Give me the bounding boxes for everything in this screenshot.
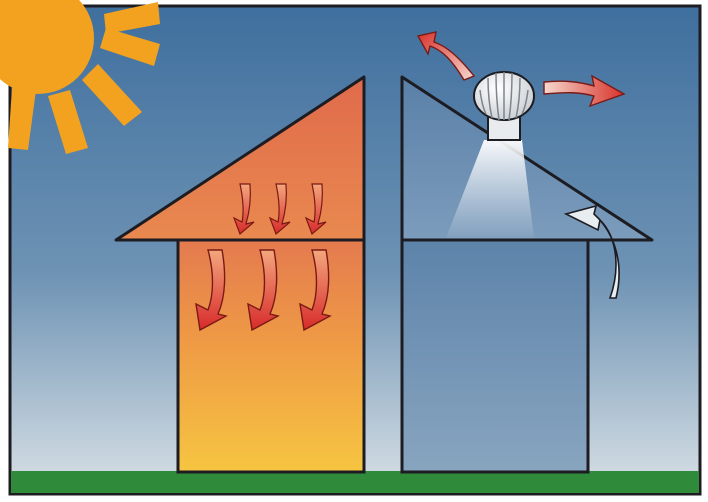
heat-arrow-icon — [195, 249, 228, 332]
sun-icon — [0, 0, 160, 154]
cool-house-body — [400, 238, 590, 474]
heat-arrow-icon — [232, 183, 255, 236]
hot-house-attic — [114, 75, 366, 242]
exhaust-arrow-icon — [416, 31, 476, 81]
grass-ground — [11, 471, 699, 493]
heat-arrow-icon — [247, 249, 280, 332]
airflow-beam — [446, 140, 534, 238]
exhaust-arrow-icon — [543, 74, 626, 108]
airflow-arrow-icon — [563, 204, 620, 299]
exhaust-arrows — [416, 31, 626, 108]
ventilated-house — [400, 75, 654, 474]
heat-arrow-icon — [299, 249, 332, 332]
wall-heat-arrows — [195, 249, 332, 332]
heat-arrow-icon — [268, 183, 291, 236]
roof-turbine-vent-icon — [473, 71, 535, 141]
attic-heat-arrows — [232, 183, 327, 236]
heat-arrow-icon — [304, 183, 327, 236]
